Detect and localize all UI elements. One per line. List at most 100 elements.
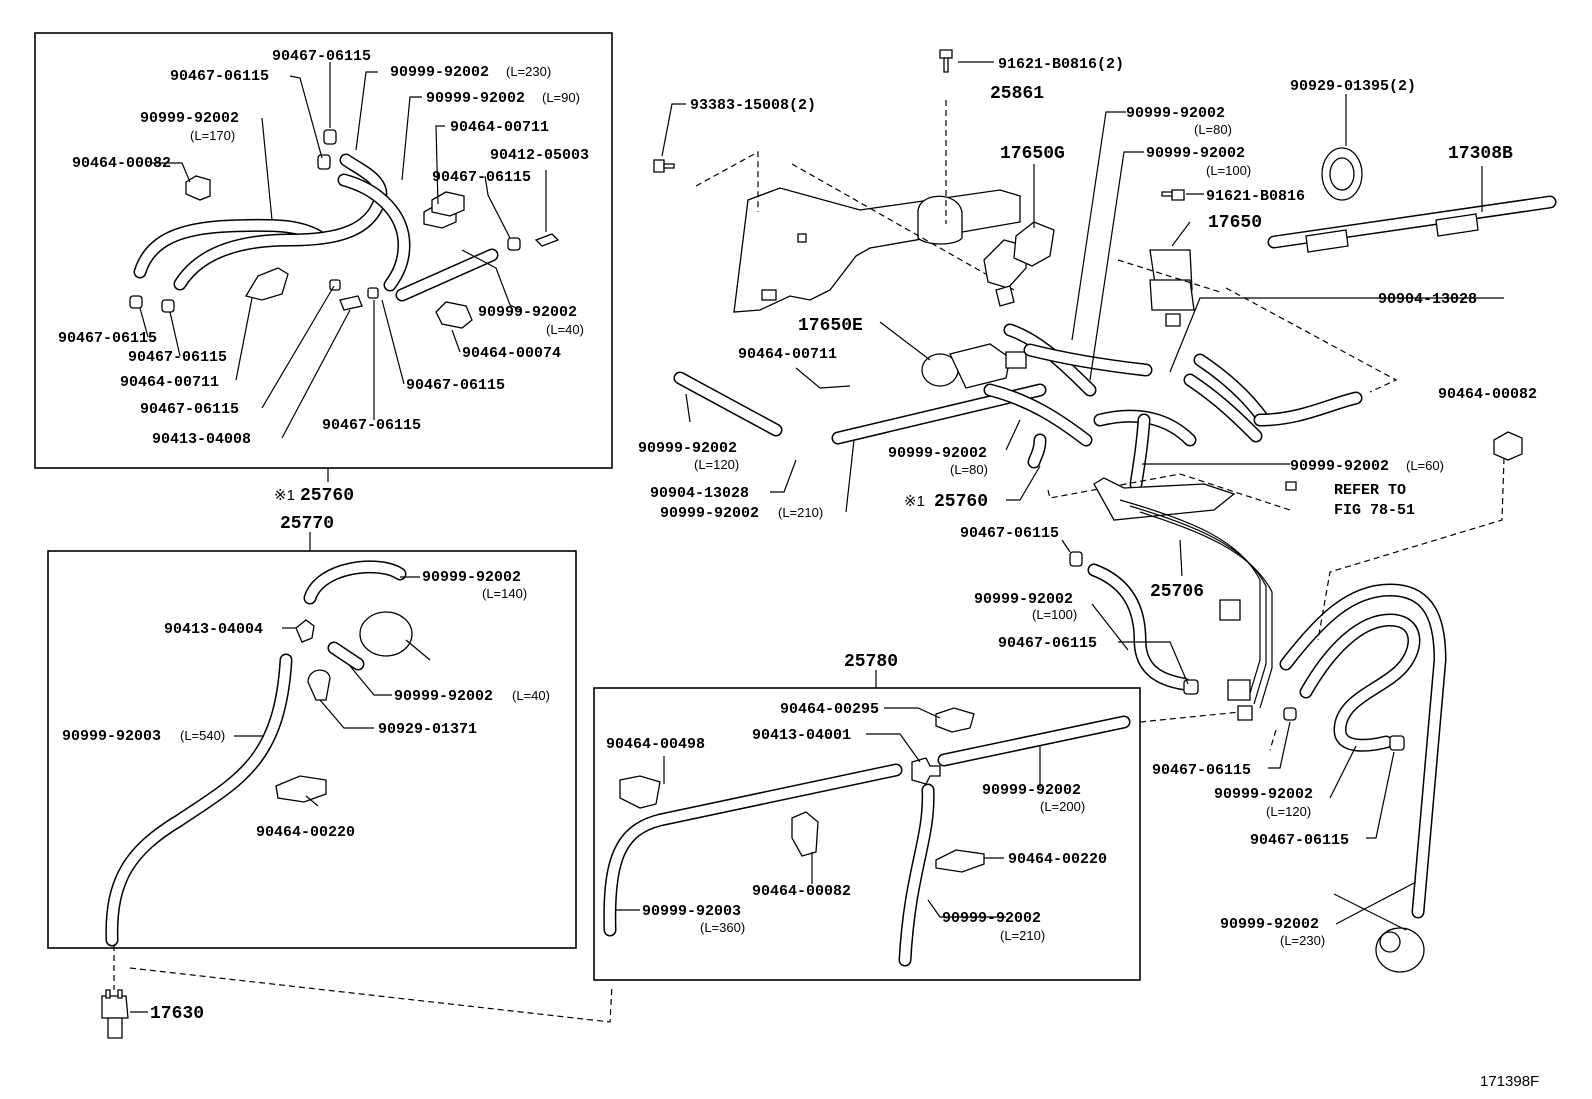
label-90999-92002-l170: 90999-92002 <box>140 110 239 127</box>
label-25770: 25770 <box>280 514 334 534</box>
label-90999-92002-l230-b: 90999-92002 <box>1220 916 1319 933</box>
dash-bracket <box>695 100 1015 291</box>
pipe-17308b-icon <box>1267 166 1557 253</box>
lower-right-hoses <box>1087 563 1447 919</box>
label-l540: (L=540) <box>180 728 225 743</box>
label-90999-92002-l80-a: 90999-92002 <box>1126 105 1225 122</box>
label-90999-92002-l40-a: 90999-92002 <box>478 304 577 321</box>
label-l120-b: (L=120) <box>1266 804 1311 819</box>
label-17650g: 17650G <box>1000 144 1065 164</box>
valve-17650e-icon <box>879 321 1027 389</box>
screw-leaders <box>661 61 1204 195</box>
label-25861: 25861 <box>990 84 1044 104</box>
label-90467-06115-f: 90467-06115 <box>406 377 505 394</box>
screws <box>653 49 1297 491</box>
label-refer-to: REFER TO <box>1334 482 1406 499</box>
label-l100-b: (L=100) <box>1032 607 1077 622</box>
label-l170: (L=170) <box>190 128 235 143</box>
harness-25706-icon <box>1093 477 1273 721</box>
label-90999-92002-l210-b: 90999-92002 <box>942 910 1041 927</box>
clamp-90929-01395-icon <box>1321 94 1363 201</box>
label-90467-06115-b: 90467-06115 <box>170 68 269 85</box>
label-l60: (L=60) <box>1406 458 1444 473</box>
label-90413-04004: 90413-04004 <box>164 621 263 638</box>
label-90464-00082-a: 90464-00082 <box>72 155 171 172</box>
box1-leaders <box>139 62 547 439</box>
label-90464-00711-c: 90464-00711 <box>738 346 837 363</box>
box2-parts <box>275 611 431 803</box>
box2-leaders <box>234 576 420 807</box>
frame-25780-box <box>593 687 1141 981</box>
part-17630-icon <box>101 945 148 1039</box>
label-90904-13028-b: 90904-13028 <box>650 485 749 502</box>
label-90999-92002-l100-a: 90999-92002 <box>1146 145 1245 162</box>
mark-25760-b: ※1 <box>904 493 925 510</box>
bracket-25861-icon <box>733 187 1021 313</box>
label-90464-00220-a: 90464-00220 <box>256 824 355 841</box>
label-90467-06115-d: 90467-06115 <box>58 330 157 347</box>
right-leaders <box>685 111 1504 931</box>
label-l40-b: (L=40) <box>512 688 550 703</box>
box1-clips <box>129 129 560 329</box>
label-90929-01371: 90929-01371 <box>378 721 477 738</box>
label-90467-06115-j: 90467-06115 <box>998 635 1097 652</box>
label-l210-a: (L=210) <box>778 505 823 520</box>
label-l210-b: (L=210) <box>1000 928 1045 943</box>
dash-17630-to-25780 <box>129 967 613 1023</box>
label-l80-a: (L=80) <box>1194 122 1232 137</box>
valve-17650g-icon <box>983 164 1055 307</box>
label-90999-92002-l210-a: 90999-92002 <box>660 505 759 522</box>
label-90999-92002-l120-a: 90999-92002 <box>638 440 737 457</box>
label-90467-06115-i: 90467-06115 <box>960 525 1059 542</box>
label-25760-a: 25760 <box>300 486 354 506</box>
label-90999-92002-l40-b: 90999-92002 <box>394 688 493 705</box>
label-90464-00074: 90464-00074 <box>462 345 561 362</box>
box3-leaders <box>616 707 1041 918</box>
label-l80-b: (L=80) <box>950 462 988 477</box>
label-90413-04001: 90413-04001 <box>752 727 851 744</box>
label-90999-92003-l540: 90999-92003 <box>62 728 161 745</box>
label-90464-00082-c: 90464-00082 <box>752 883 851 900</box>
label-90467-06115-g: 90467-06115 <box>140 401 239 418</box>
right-hoses <box>673 323 1363 491</box>
box2-hoses <box>105 560 407 947</box>
label-90464-00295: 90464-00295 <box>780 701 879 718</box>
label-91621-b0816: 91621-B0816 <box>1206 188 1305 205</box>
lower-right-parts <box>1069 431 1523 973</box>
label-90412-05003: 90412-05003 <box>490 147 589 164</box>
label-90467-06115-a: 90467-06115 <box>272 48 371 65</box>
mark-25760-a: ※1 <box>274 487 295 504</box>
label-90999-92002-l90: 90999-92002 <box>426 90 525 107</box>
label-90464-00711-b: 90464-00711 <box>120 374 219 391</box>
label-90999-92003-l360: 90999-92003 <box>642 903 741 920</box>
dash-25780-right <box>1139 711 1241 723</box>
frame-25770-box <box>47 550 577 949</box>
box3-hoses <box>603 715 1131 967</box>
label-90999-92002-l100-b: 90999-92002 <box>974 591 1073 608</box>
label-90999-92002-l200: 90999-92002 <box>982 782 1081 799</box>
valve-17650-icon <box>1149 221 1195 327</box>
label-90904-13028-a: 90904-13028 <box>1378 291 1477 308</box>
label-90929-01395: 90929-01395(2) <box>1290 78 1416 95</box>
label-l40-a: (L=40) <box>546 322 584 337</box>
label-90999-92002-l120-b: 90999-92002 <box>1214 786 1313 803</box>
label-l140: (L=140) <box>482 586 527 601</box>
label-l230-b: (L=230) <box>1280 933 1325 948</box>
frame-25760-box <box>34 32 613 469</box>
label-90464-00711-a: 90464-00711 <box>450 119 549 136</box>
label-90467-06115-l: 90467-06115 <box>1250 832 1349 849</box>
label-90999-92002-l60: 90999-92002 <box>1290 458 1389 475</box>
label-91621-b0816-2: 91621-B0816(2) <box>998 56 1124 73</box>
label-90464-00220-b: 90464-00220 <box>1008 851 1107 868</box>
label-17650e: 17650E <box>798 316 863 336</box>
label-90999-92002-l140: 90999-92002 <box>422 569 521 586</box>
label-90464-00082-b: 90464-00082 <box>1438 386 1537 403</box>
label-fig-78-51: FIG 78-51 <box>1334 502 1415 519</box>
label-93383-15008: 93383-15008(2) <box>690 97 816 114</box>
label-17308b: 17308B <box>1448 144 1513 164</box>
label-90467-06115-e: 90467-06115 <box>128 349 227 366</box>
label-90467-06115-h: 90467-06115 <box>322 417 421 434</box>
label-90464-00498: 90464-00498 <box>606 736 705 753</box>
label-l100-a: (L=100) <box>1206 163 1251 178</box>
